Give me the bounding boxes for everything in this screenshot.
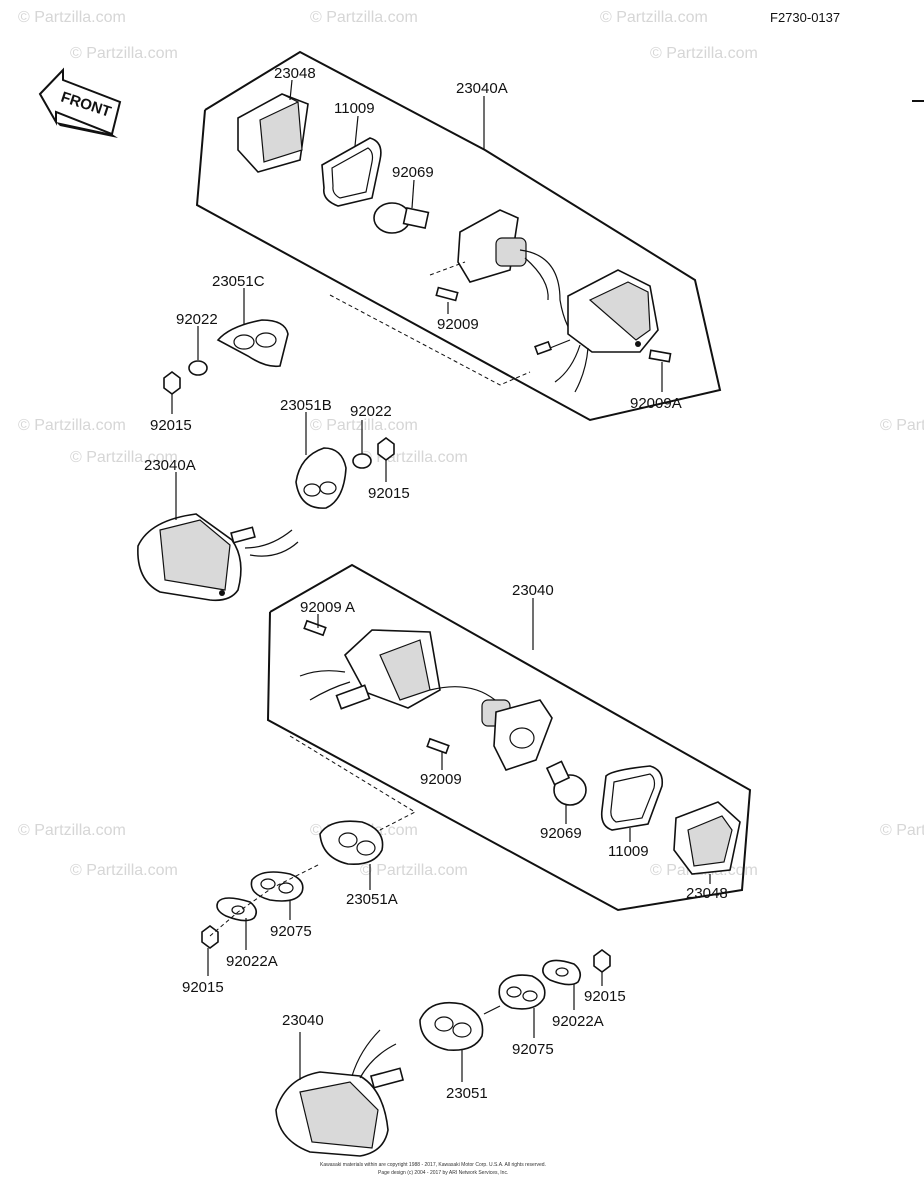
watermark: © Partzilla.com: [650, 45, 758, 62]
housing-mid: [299, 629, 496, 710]
part-label: 92009: [437, 316, 479, 333]
bracket-23051: [419, 1001, 501, 1052]
nut-92015-bl: [201, 925, 219, 949]
bracket-23051C: [216, 319, 289, 368]
watermark: © Partzilla.com: [70, 45, 178, 62]
plate-92022A-right: [542, 959, 582, 986]
lens-23048-bottom: [673, 801, 741, 875]
part-label: 92009 A: [300, 599, 355, 616]
housing-23040A-mid: [137, 513, 299, 602]
washer-92022-mid: [352, 453, 372, 469]
nut-92015-br: [593, 949, 611, 973]
part-label: 92015: [584, 988, 626, 1005]
part-label: 92009A: [630, 395, 682, 412]
housing-23040-bottom: [275, 1029, 405, 1157]
bolt-92009-top: [435, 286, 459, 302]
gasket-11009-top: [321, 137, 382, 207]
diagram-code: F2730-0137: [770, 10, 840, 25]
watermark: © Partzilla.com: [360, 449, 468, 466]
bolt-92009A-top: [648, 349, 672, 363]
assembly-box-top: [195, 50, 722, 422]
part-label: 11009: [608, 843, 649, 860]
lens-23048-top: [237, 93, 309, 173]
part-label: 92022: [350, 403, 392, 420]
part-labels: 23048 11009 23040A 92069 23051C 92022 92…: [144, 65, 728, 1102]
part-label: 92015: [368, 485, 410, 502]
part-label: 23040: [282, 1012, 324, 1029]
bracket-23051B: [295, 447, 347, 509]
nut-92015-mid: [377, 437, 395, 461]
watermark: © Partzilla.com: [18, 9, 126, 26]
watermark: © Partzilla.com: [18, 822, 126, 839]
bracket-23051A: [319, 820, 384, 866]
washer-92022-left: [188, 360, 208, 376]
plate-92022A-left: [216, 897, 258, 922]
part-label: 23051B: [280, 397, 332, 414]
part-label: 23051C: [212, 273, 265, 290]
part-label: 92015: [150, 417, 192, 434]
part-label: 92075: [270, 923, 312, 940]
part-label: 23048: [274, 65, 316, 82]
watermark: © Partzilla.com: [880, 417, 924, 434]
watermark: © Partzilla.com: [70, 862, 178, 879]
part-label: 23048: [686, 885, 728, 902]
assembly-box-mid: [266, 563, 752, 912]
leader-lines: [171, 79, 711, 1082]
watermarks: © Partzilla.com © Partzilla.com © Partzi…: [18, 9, 924, 879]
part-label: 23040A: [144, 457, 196, 474]
grommet-92075-right: [498, 974, 546, 1010]
watermark: © Partzilla.com: [310, 417, 418, 434]
watermark: © Partzilla.com: [310, 9, 418, 26]
part-label: 92075: [512, 1041, 554, 1058]
part-label: 23051A: [346, 891, 398, 908]
part-label: 23051: [446, 1085, 488, 1102]
bulb-92069-top: [373, 202, 430, 234]
nut-92015-left: [163, 371, 181, 395]
watermark: © Partzilla.com: [18, 417, 126, 434]
watermark: © Partzilla.com: [600, 9, 708, 26]
copyright-line-2: Page design (c) 2004 - 2017 by ARI Netwo…: [378, 1170, 508, 1176]
copyright-line-1: Kawasaki materials within are copyright …: [320, 1162, 546, 1168]
watermark: © Partzilla.com: [360, 862, 468, 879]
bolt-92009-bottom: [426, 737, 450, 755]
gasket-11009-bottom: [600, 765, 664, 831]
part-label: 23040: [512, 582, 554, 599]
part-label: 92069: [540, 825, 582, 842]
part-label: 23040A: [456, 80, 508, 97]
part-label: 92022: [176, 311, 218, 328]
part-label: 92069: [392, 164, 434, 181]
housing-top: [534, 269, 659, 393]
part-label: 11009: [334, 100, 375, 117]
bulb-92069-bottom: [545, 760, 587, 806]
watermark: © Partzilla.com: [70, 449, 178, 466]
front-arrow-icon: FRONT: [38, 67, 122, 138]
grommet-92075-left: [250, 871, 304, 902]
socket-mid: [481, 699, 553, 771]
part-label: 92015: [182, 979, 224, 996]
bolt-92009A-bottom: [303, 619, 327, 637]
watermark: © Partzilla.com: [880, 822, 924, 839]
part-label: 92009: [420, 771, 462, 788]
part-label: 92022A: [552, 1013, 604, 1030]
part-label: 92022A: [226, 953, 278, 970]
